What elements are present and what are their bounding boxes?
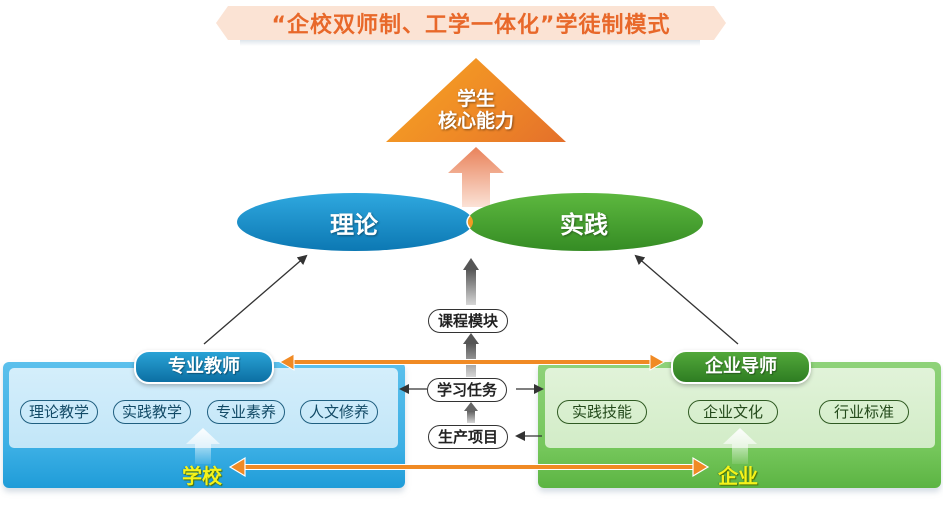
core-competency-label: 学生 核心能力 xyxy=(386,88,566,132)
theory-practice-ellipses xyxy=(237,193,703,251)
school-item-theory-teaching: 理论教学 xyxy=(20,400,99,424)
school-label: 学校 xyxy=(182,464,222,488)
practice-label: 实践 xyxy=(560,211,608,239)
core-competency-line1: 学生 xyxy=(456,88,495,110)
mentor-to-practice-arrow xyxy=(634,254,739,345)
diagram-title: “企校双师制、工学一体化”学徒制模式 xyxy=(271,13,671,38)
project-to-task-arrow xyxy=(464,402,478,423)
teacher-to-theory-arrow xyxy=(203,254,308,345)
overlap-lens xyxy=(466,193,473,251)
task-to-course-arrow xyxy=(463,333,479,377)
company-item-industry-standards: 行业标准 xyxy=(819,400,910,424)
professional-teacher-badge: 专业教师 xyxy=(134,350,274,384)
company-label: 企业 xyxy=(718,464,758,488)
school-item-practice-teaching: 实践教学 xyxy=(113,400,192,424)
company-up-arrow-icon xyxy=(723,428,757,464)
teacher-mentor-double-arrow xyxy=(278,353,666,371)
school-up-arrow-icon xyxy=(186,428,220,464)
school-item-humanities: 人文修养 xyxy=(300,400,379,424)
theory-ellipse xyxy=(237,193,473,251)
enterprise-mentor-badge: 企业导师 xyxy=(671,350,811,384)
learning-task-pill: 学习任务 xyxy=(427,378,508,402)
production-project-pill: 生产项目 xyxy=(428,425,509,449)
school-item-professional-quality: 专业素养 xyxy=(207,400,286,424)
core-competency-line2: 核心能力 xyxy=(437,110,514,132)
course-to-overlap-arrow xyxy=(463,258,479,305)
practice-ellipse xyxy=(467,193,703,251)
company-item-practical-skills: 实践技能 xyxy=(557,400,648,424)
title-banner: “企校双师制、工学一体化”学徒制模式 xyxy=(216,6,726,40)
title-banner-shadow xyxy=(240,40,700,46)
up-arrow-to-core-icon xyxy=(448,147,504,207)
company-item-corporate-culture: 企业文化 xyxy=(688,400,779,424)
theory-label: 理论 xyxy=(330,211,378,239)
school-company-double-arrow xyxy=(228,456,710,478)
course-module-pill: 课程模块 xyxy=(428,309,509,333)
